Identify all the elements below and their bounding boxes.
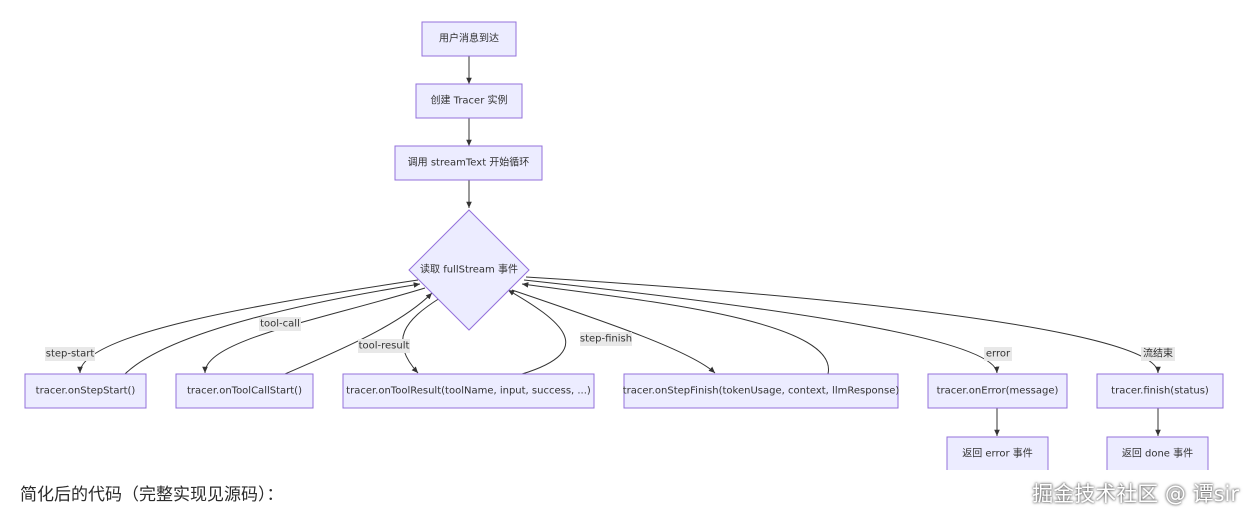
edge-tool-result-back bbox=[507, 289, 567, 375]
node-read-full-stream-label: 读取 fullStream 事件 bbox=[420, 263, 518, 276]
node-finish-label: tracer.finish(status) bbox=[1111, 386, 1209, 397]
edge-label-end-text: 流结束 bbox=[1143, 347, 1173, 360]
edge-tool-call-back bbox=[284, 292, 433, 375]
node-on-step-finish: tracer.onStepFinish(tokenUsage, context,… bbox=[623, 373, 900, 409]
node-finish: tracer.finish(status) bbox=[1096, 373, 1224, 409]
edge-read-to-step-start bbox=[77, 279, 419, 374]
caption: 简化后的代码（完整实现见源码）： bbox=[20, 485, 284, 505]
edge-label-tool-result-text: tool-result bbox=[359, 341, 410, 352]
watermark: 掘金技术社区 @ 谭sir bbox=[1032, 482, 1239, 506]
node-on-step-start-label: tracer.onStepStart() bbox=[36, 386, 136, 397]
node-on-error-label: tracer.onError(message) bbox=[937, 386, 1059, 397]
node-stream-text: 调用 streamText 开始循环 bbox=[394, 145, 543, 181]
edge-step-start-back bbox=[124, 282, 421, 375]
node-on-tool-result-label: tracer.onToolResult(toolName, input, suc… bbox=[346, 386, 591, 397]
node-user-message: 用户消息到达 bbox=[421, 21, 517, 57]
edge-label-error: error bbox=[984, 347, 1012, 361]
edge-label-end: 流结束 bbox=[1141, 347, 1175, 361]
edge-label-step-finish: step-finish bbox=[580, 332, 632, 346]
flowchart: step-start tool-call tool-result step-fi… bbox=[24, 21, 1224, 470]
node-on-tool-call-start-label: tracer.onToolCallStart() bbox=[187, 386, 302, 397]
node-on-error: tracer.onError(message) bbox=[927, 373, 1068, 409]
edge-step-finish-back bbox=[521, 282, 829, 375]
node-on-tool-result: tracer.onToolResult(toolName, input, suc… bbox=[342, 373, 595, 409]
node-on-step-start: tracer.onStepStart() bbox=[24, 373, 147, 409]
edge-label-step-start-text: step-start bbox=[46, 349, 95, 360]
node-return-error: 返回 error 事件 bbox=[946, 436, 1049, 470]
node-stream-text-label: 调用 streamText 开始循环 bbox=[408, 156, 530, 169]
node-create-tracer-label: 创建 Tracer 实例 bbox=[431, 94, 508, 107]
nodes: 用户消息到达 创建 Tracer 实例 调用 streamText 开始循环 读… bbox=[24, 21, 1224, 470]
node-on-step-finish-label: tracer.onStepFinish(tokenUsage, context,… bbox=[623, 386, 900, 397]
node-return-done-label: 返回 done 事件 bbox=[1122, 447, 1193, 460]
edge-label-tool-result: tool-result bbox=[358, 339, 410, 353]
edge-label-step-start: step-start bbox=[45, 347, 95, 361]
edge-read-to-step-finish bbox=[511, 289, 716, 374]
edge-label-tool-call: tool-call bbox=[259, 317, 301, 331]
edge-read-to-tool-call bbox=[202, 287, 426, 374]
edge-read-to-tool-result bbox=[402, 297, 441, 374]
node-user-message-label: 用户消息到达 bbox=[439, 32, 499, 45]
node-on-tool-call-start: tracer.onToolCallStart() bbox=[175, 373, 314, 409]
edge-label-step-finish-text: step-finish bbox=[580, 334, 632, 345]
edge-labels: step-start tool-call tool-result step-fi… bbox=[45, 317, 1175, 361]
node-read-full-stream: 读取 fullStream 事件 bbox=[408, 209, 530, 331]
node-create-tracer: 创建 Tracer 实例 bbox=[415, 83, 523, 119]
edge-label-tool-call-text: tool-call bbox=[260, 319, 300, 330]
node-return-error-label: 返回 error 事件 bbox=[962, 447, 1033, 460]
node-return-done: 返回 done 事件 bbox=[1106, 436, 1209, 470]
edge-label-error-text: error bbox=[986, 349, 1011, 360]
